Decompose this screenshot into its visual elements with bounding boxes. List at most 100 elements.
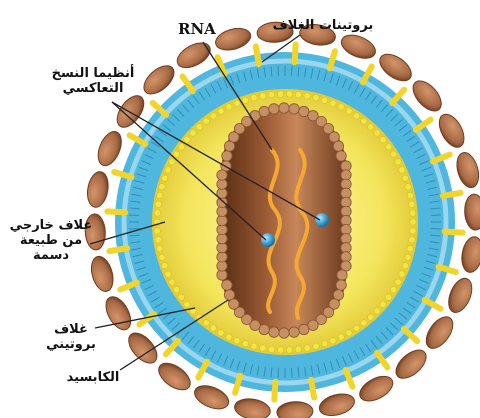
membrane-lipid-tick bbox=[406, 302, 416, 309]
protein-envelope-dot bbox=[233, 337, 241, 345]
label-reverse-transcriptase: أنظيما النسخ التعاكسي bbox=[38, 66, 148, 96]
membrane-lipid-tick bbox=[270, 367, 273, 378]
capsid-bead bbox=[268, 326, 280, 338]
membrane-lipid-tick bbox=[335, 75, 341, 86]
protein-envelope-dot bbox=[277, 90, 285, 98]
membrane-stalk bbox=[104, 208, 129, 216]
membrane-lipid-tick bbox=[428, 193, 439, 197]
capsid-bead bbox=[328, 131, 340, 143]
membrane-lipid-tick bbox=[270, 66, 273, 77]
protein-envelope-dot bbox=[367, 313, 375, 321]
envelope-protein-spike bbox=[299, 23, 336, 46]
label-reverse-transcriptase-line1: أنظيما النسخ bbox=[51, 66, 135, 81]
protein-envelope-dot bbox=[209, 112, 217, 120]
envelope-protein-spike bbox=[340, 34, 376, 59]
membrane-lipid-tick bbox=[419, 160, 429, 166]
membrane-stalk bbox=[389, 86, 408, 107]
membrane-lipid-tick bbox=[410, 141, 420, 148]
protein-envelope-dot bbox=[385, 293, 393, 301]
membrane-stalk bbox=[441, 228, 466, 236]
membrane-lipid-tick bbox=[171, 113, 180, 122]
membrane-lipid-tick bbox=[370, 95, 378, 105]
membrane-lipid-tick bbox=[187, 99, 195, 109]
membrane-lipid-tick bbox=[317, 69, 321, 80]
protein-envelope-dot bbox=[268, 91, 276, 99]
membrane-lipid-tick bbox=[353, 350, 360, 360]
protein-envelope-dot bbox=[241, 340, 249, 348]
leader-protein-envelope bbox=[94, 307, 196, 329]
envelope-protein-spike bbox=[143, 65, 175, 95]
membrane-lipid-tick bbox=[370, 339, 378, 349]
membrane-lipid-tick bbox=[297, 367, 300, 378]
envelope-protein-spike bbox=[116, 95, 145, 128]
protein-envelope-dot bbox=[303, 344, 311, 352]
membrane-lipid-tick bbox=[176, 108, 185, 117]
membrane-inner-ring bbox=[121, 58, 449, 386]
protein-envelope-dot bbox=[168, 278, 176, 286]
protein-envelope-dot bbox=[345, 107, 353, 115]
membrane-lipid-tick bbox=[263, 366, 266, 377]
membrane-lipid-tick bbox=[263, 67, 266, 78]
protein-envelope-dot bbox=[360, 319, 368, 327]
membrane-lipid-tick bbox=[187, 335, 195, 345]
protein-envelope-dot bbox=[153, 227, 161, 235]
membrane-lipid-tick bbox=[236, 73, 241, 84]
membrane-lipid-tick bbox=[323, 362, 327, 373]
membrane-lipid-tick bbox=[204, 347, 211, 357]
membrane-lipid-tick bbox=[341, 78, 347, 88]
protein-envelope-dot bbox=[225, 333, 233, 341]
protein-envelope-dot bbox=[217, 329, 225, 337]
protein-envelope-dot bbox=[268, 345, 276, 353]
protein-envelope-dot bbox=[153, 209, 161, 217]
membrane-lipid-tick bbox=[410, 296, 420, 303]
membrane-lipid-tick bbox=[162, 312, 172, 320]
membrane-lipid-tick bbox=[402, 129, 412, 137]
protein-envelope-dot bbox=[285, 90, 293, 98]
capsid-bead bbox=[228, 131, 240, 143]
membrane-lipid-tick bbox=[353, 84, 360, 94]
envelope-protein-spike bbox=[276, 401, 314, 418]
envelope-protein-spike bbox=[86, 171, 109, 208]
membrane-lipid-tick bbox=[243, 362, 247, 373]
membrane-lipid-tick bbox=[136, 266, 147, 271]
membrane-lipid-tick bbox=[304, 67, 307, 78]
protein-envelope-dot bbox=[312, 342, 320, 350]
membrane-lipid-tick bbox=[181, 331, 190, 340]
capsid-bead bbox=[221, 279, 233, 291]
membrane-stalk bbox=[291, 41, 299, 66]
protein-envelope-dot bbox=[345, 329, 353, 337]
membrane-lipid-tick bbox=[216, 81, 223, 91]
protein-envelope-dot bbox=[202, 117, 210, 125]
protein-envelope-dot bbox=[154, 200, 162, 208]
membrane-lipid-tick bbox=[158, 129, 168, 137]
capsid-bead bbox=[278, 102, 290, 114]
protein-envelope-dot bbox=[172, 286, 180, 294]
protein-envelope-dot bbox=[337, 103, 345, 111]
envelope-protein-spike bbox=[215, 27, 252, 51]
membrane-lipid-tick bbox=[329, 73, 334, 84]
membrane-lipid-tick bbox=[416, 153, 426, 160]
membrane-stalk bbox=[400, 326, 421, 345]
leader-envelope-proteins bbox=[261, 34, 301, 63]
envelope-protein-spike bbox=[456, 152, 480, 189]
protein-envelope-dot bbox=[409, 227, 417, 235]
membrane-lipid-tick bbox=[425, 260, 436, 264]
label-protein-envelope-line1: غلاف bbox=[54, 322, 88, 337]
reverse-transcriptase-enzyme-1 bbox=[261, 233, 275, 247]
membrane-lipid-tick bbox=[223, 356, 229, 366]
protein-envelope-dot bbox=[154, 236, 162, 244]
envelope-protein-spike bbox=[425, 316, 454, 349]
membrane-stalk bbox=[421, 296, 444, 312]
membrane-stalk bbox=[374, 349, 391, 371]
membrane-stalk bbox=[126, 132, 149, 148]
protein-envelope-dot bbox=[406, 245, 414, 253]
membrane-lipid-tick bbox=[192, 95, 200, 105]
membrane-lipid-tick bbox=[147, 147, 157, 154]
capsid-bead bbox=[249, 319, 261, 331]
membrane-lipid-tick bbox=[335, 358, 341, 369]
envelope-protein-spike bbox=[359, 375, 394, 402]
protein-envelope-dot bbox=[394, 278, 402, 286]
membrane-lipid-tick bbox=[359, 347, 366, 357]
capsid-bead bbox=[322, 123, 335, 135]
